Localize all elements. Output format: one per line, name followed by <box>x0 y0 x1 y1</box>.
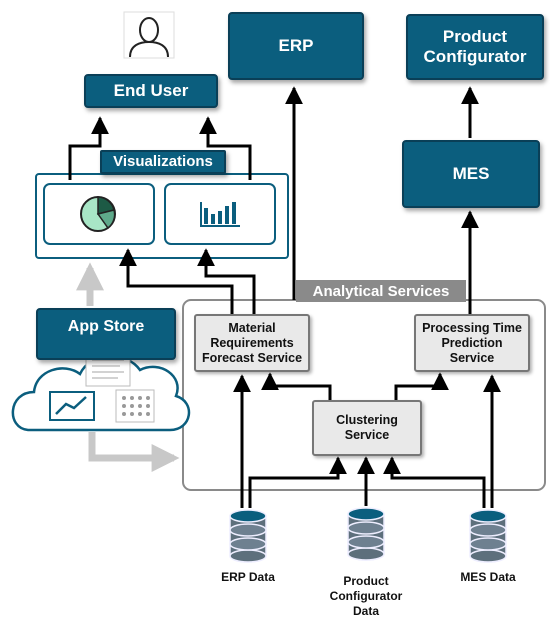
processing-time-box: Processing Time Prediction Service <box>414 314 530 372</box>
analytical-services-label: Analytical Services <box>312 282 450 300</box>
app-store-box: App Store <box>36 308 176 360</box>
clustering-box: Clustering Service <box>312 400 422 456</box>
product-configurator-label: Product Configurator <box>423 27 527 66</box>
erp-data-to-clustering-arrow <box>248 456 347 508</box>
processing-time-label: Processing Time Prediction Service <box>422 320 522 365</box>
line-chart-icon <box>55 396 87 415</box>
user-icon <box>123 11 175 59</box>
visualizations-header: Visualizations <box>100 150 226 174</box>
end-user-label: End User <box>113 81 189 101</box>
erp-data-label: ERP Data <box>221 570 275 584</box>
erp-box: ERP <box>228 12 364 80</box>
clustering-label: Clustering Service <box>336 413 398 442</box>
cloud-icon <box>11 351 191 432</box>
forecast-to-pie-arrow <box>119 248 234 314</box>
pie-chart-icon <box>80 196 116 232</box>
product-configurator-data-label: Product Configurator Data <box>329 574 403 618</box>
database-icon <box>347 507 385 561</box>
database-icon <box>229 509 267 563</box>
mes-data-to-clustering-arrow <box>383 456 486 508</box>
clustering-to-forecast-arrow <box>261 372 332 400</box>
mes-data-label: MES Data <box>460 570 516 584</box>
visualizations-label: Visualizations <box>113 153 213 171</box>
material-forecast-box: Material Requirements Forecast Service <box>194 314 310 372</box>
app-store-label: App Store <box>67 318 145 335</box>
material-forecast-label: Material Requirements Forecast Service <box>201 320 303 365</box>
database-icon <box>469 509 507 563</box>
clustering-to-processing-arrow <box>394 372 449 400</box>
viz-pie-to-enduser-arrow <box>68 116 109 180</box>
product-configurator-box: Product Configurator <box>406 14 544 80</box>
mes-box: MES <box>402 140 540 208</box>
mes-label: MES <box>452 164 490 184</box>
erp-label: ERP <box>278 36 314 56</box>
viz-bar-to-enduser-arrow <box>199 116 252 180</box>
forecast-to-bar-arrow <box>197 248 256 314</box>
analytical-services-header: Analytical Services <box>296 280 466 302</box>
bar-chart-icon <box>200 202 240 227</box>
cloud-to-analytics-arrow <box>88 432 180 472</box>
end-user-box: End User <box>84 74 218 108</box>
